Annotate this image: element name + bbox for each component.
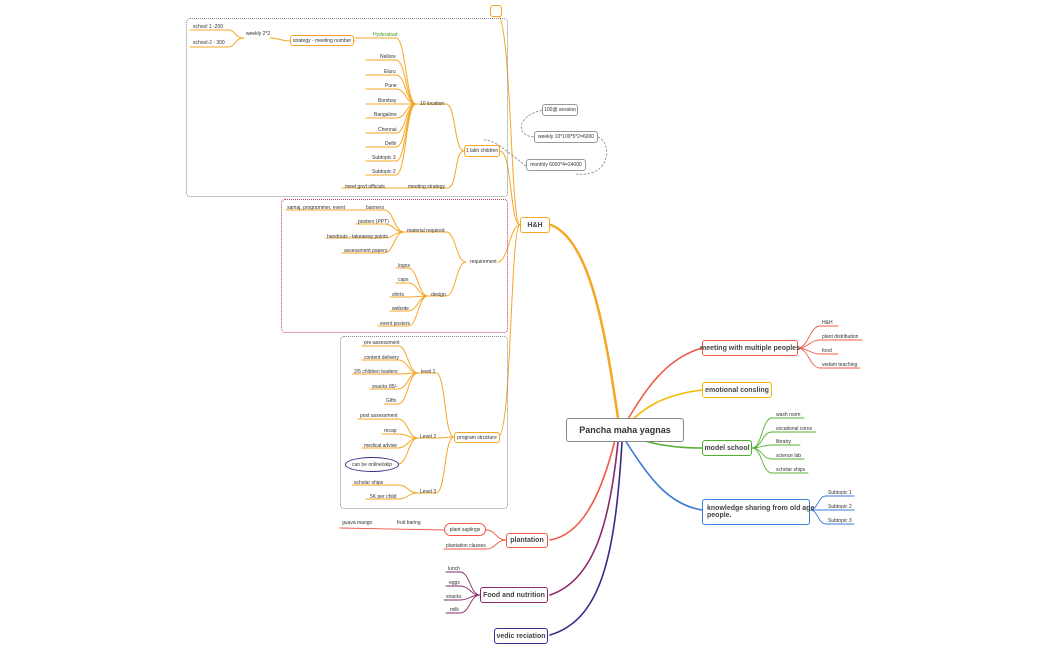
node-fruit-baring[interactable]: fruit baring — [397, 520, 421, 526]
node-plantation-classes[interactable]: plantation classes — [446, 543, 486, 549]
node-guava[interactable]: guava mango — [342, 520, 373, 526]
design-item[interactable]: website — [392, 306, 409, 312]
topic-emotional[interactable]: emotional consling — [702, 382, 772, 398]
knowledge-child[interactable]: Subtopic 2 — [828, 504, 852, 510]
node-material[interactable]: material required — [407, 228, 445, 234]
node-school1[interactable]: school 1 -200 — [193, 24, 224, 30]
branch-vedic — [549, 441, 623, 636]
level1-item[interactable]: Gifts — [386, 398, 397, 404]
node-samaj[interactable]: samaj, programmer, event — [287, 205, 346, 211]
city[interactable]: Nellore — [380, 54, 396, 60]
material-item[interactable]: posters (PPT) — [358, 219, 389, 225]
node-requirement[interactable]: requirement — [470, 259, 497, 265]
meeting-child[interactable]: vedam teaching — [822, 362, 858, 368]
boundary-requirement — [281, 199, 508, 333]
node-location[interactable]: 10 location — [420, 101, 445, 107]
node-program[interactable]: program structure — [454, 432, 500, 443]
node-session[interactable]: 100@ session — [542, 104, 578, 116]
boundary-program — [340, 336, 508, 509]
branch-hh — [549, 223, 620, 420]
node-level1[interactable]: level 1 — [421, 369, 436, 375]
level1-item[interactable]: content delivery — [364, 355, 400, 361]
city[interactable]: Pune — [385, 83, 397, 89]
node-school2[interactable]: school-2 - 300 — [193, 40, 225, 46]
level2-item[interactable]: recap — [384, 428, 397, 434]
city[interactable]: Bombay — [378, 98, 397, 104]
food-child[interactable]: eggs — [449, 580, 460, 586]
node-govt[interactable]: meet govt officials — [345, 184, 385, 190]
food-child[interactable]: snacks — [446, 594, 462, 600]
node-lakh-children[interactable]: 1 lakh children — [464, 145, 500, 157]
level1-item[interactable]: 2/5 children leaders — [354, 369, 398, 375]
city[interactable]: Delhi — [385, 141, 397, 147]
level1-item[interactable]: snacks 85/- — [372, 384, 398, 390]
knowledge-line2: people. — [707, 512, 732, 519]
model-child[interactable]: vocational cores — [776, 426, 813, 432]
topic-plantation[interactable]: plantation — [506, 533, 548, 548]
knowledge-child[interactable]: Subtopic 3 — [828, 518, 852, 524]
meeting-child[interactable]: food — [822, 348, 832, 354]
central-topic[interactable]: Pancha maha yagnas — [566, 418, 684, 442]
knowledge-child[interactable]: Subtopic 1 — [828, 490, 852, 496]
knowledge-line1: knowledge sharing from old age — [707, 505, 815, 512]
branch-food — [549, 441, 619, 596]
branch-plantation — [549, 439, 616, 541]
design-item[interactable]: shirts — [392, 292, 404, 298]
food-child[interactable]: lunch — [448, 566, 460, 572]
branch-knowledge — [624, 439, 703, 511]
city[interactable]: Eluru — [384, 69, 396, 75]
topic-vedic[interactable]: vedic reciation — [494, 628, 548, 644]
topic-knowledge[interactable]: knowledge sharing from old age people. — [702, 499, 814, 525]
level1-item[interactable]: pre-assessment — [364, 340, 400, 346]
level2-item[interactable]: medical advise — [364, 443, 398, 449]
design-item[interactable]: logos — [398, 263, 410, 269]
node-weekly22[interactable]: weekly 2*2 — [246, 31, 271, 37]
level3-item[interactable]: scholar ships — [354, 480, 384, 486]
model-child[interactable]: scholar ships — [776, 467, 806, 473]
node-level3[interactable]: Level 3 — [420, 489, 437, 495]
node-design[interactable]: design — [431, 292, 446, 298]
material-item[interactable]: handouts - takeaway points — [327, 234, 388, 240]
node-monthly[interactable]: monthly 6000*4=24000 — [526, 159, 586, 171]
model-child[interactable]: wash room — [776, 412, 801, 418]
meeting-child[interactable]: plant distribution — [822, 334, 859, 340]
city[interactable]: Subtopic 3 — [372, 155, 396, 161]
boundary-lakh — [186, 18, 508, 197]
level3-item[interactable]: 5K per child — [370, 494, 397, 500]
topic-meeting[interactable]: meeting with multiple peoples — [700, 340, 800, 356]
node-plant-saplings[interactable]: plant saplings — [444, 523, 486, 536]
model-child[interactable]: science lab — [776, 453, 802, 459]
city[interactable]: Chennai — [378, 127, 397, 133]
design-item[interactable]: caps — [398, 277, 409, 283]
material-item[interactable]: assessment papers — [344, 248, 388, 254]
design-item[interactable]: event posters — [380, 321, 411, 327]
meeting-child[interactable]: H&H — [822, 320, 833, 326]
food-child[interactable]: milk — [450, 607, 459, 613]
model-child[interactable]: libratry — [776, 439, 792, 445]
empty-topic[interactable] — [490, 5, 502, 17]
node-level2[interactable]: Level 2 — [420, 434, 437, 440]
node-meeting-strategy[interactable]: meeting strategy — [408, 184, 445, 190]
city[interactable]: Subtopic 2 — [372, 169, 396, 175]
level2-item[interactable]: post assessment — [360, 413, 398, 419]
node-strategy[interactable]: strategy - meeting number — [290, 35, 354, 46]
topic-model-school[interactable]: model school — [702, 440, 752, 456]
node-weekly[interactable]: weekly 10*100*5*2=6000 — [534, 131, 598, 143]
node-online-skip[interactable]: can be online/skip — [345, 457, 399, 472]
city[interactable]: Bangalore — [374, 112, 397, 118]
material-item[interactable]: banners — [366, 205, 385, 211]
topic-hh[interactable]: H&H — [520, 217, 550, 233]
topic-food[interactable]: Food and nutrition — [480, 587, 548, 603]
city-hyderabad[interactable]: Hyderabad — [373, 32, 398, 38]
